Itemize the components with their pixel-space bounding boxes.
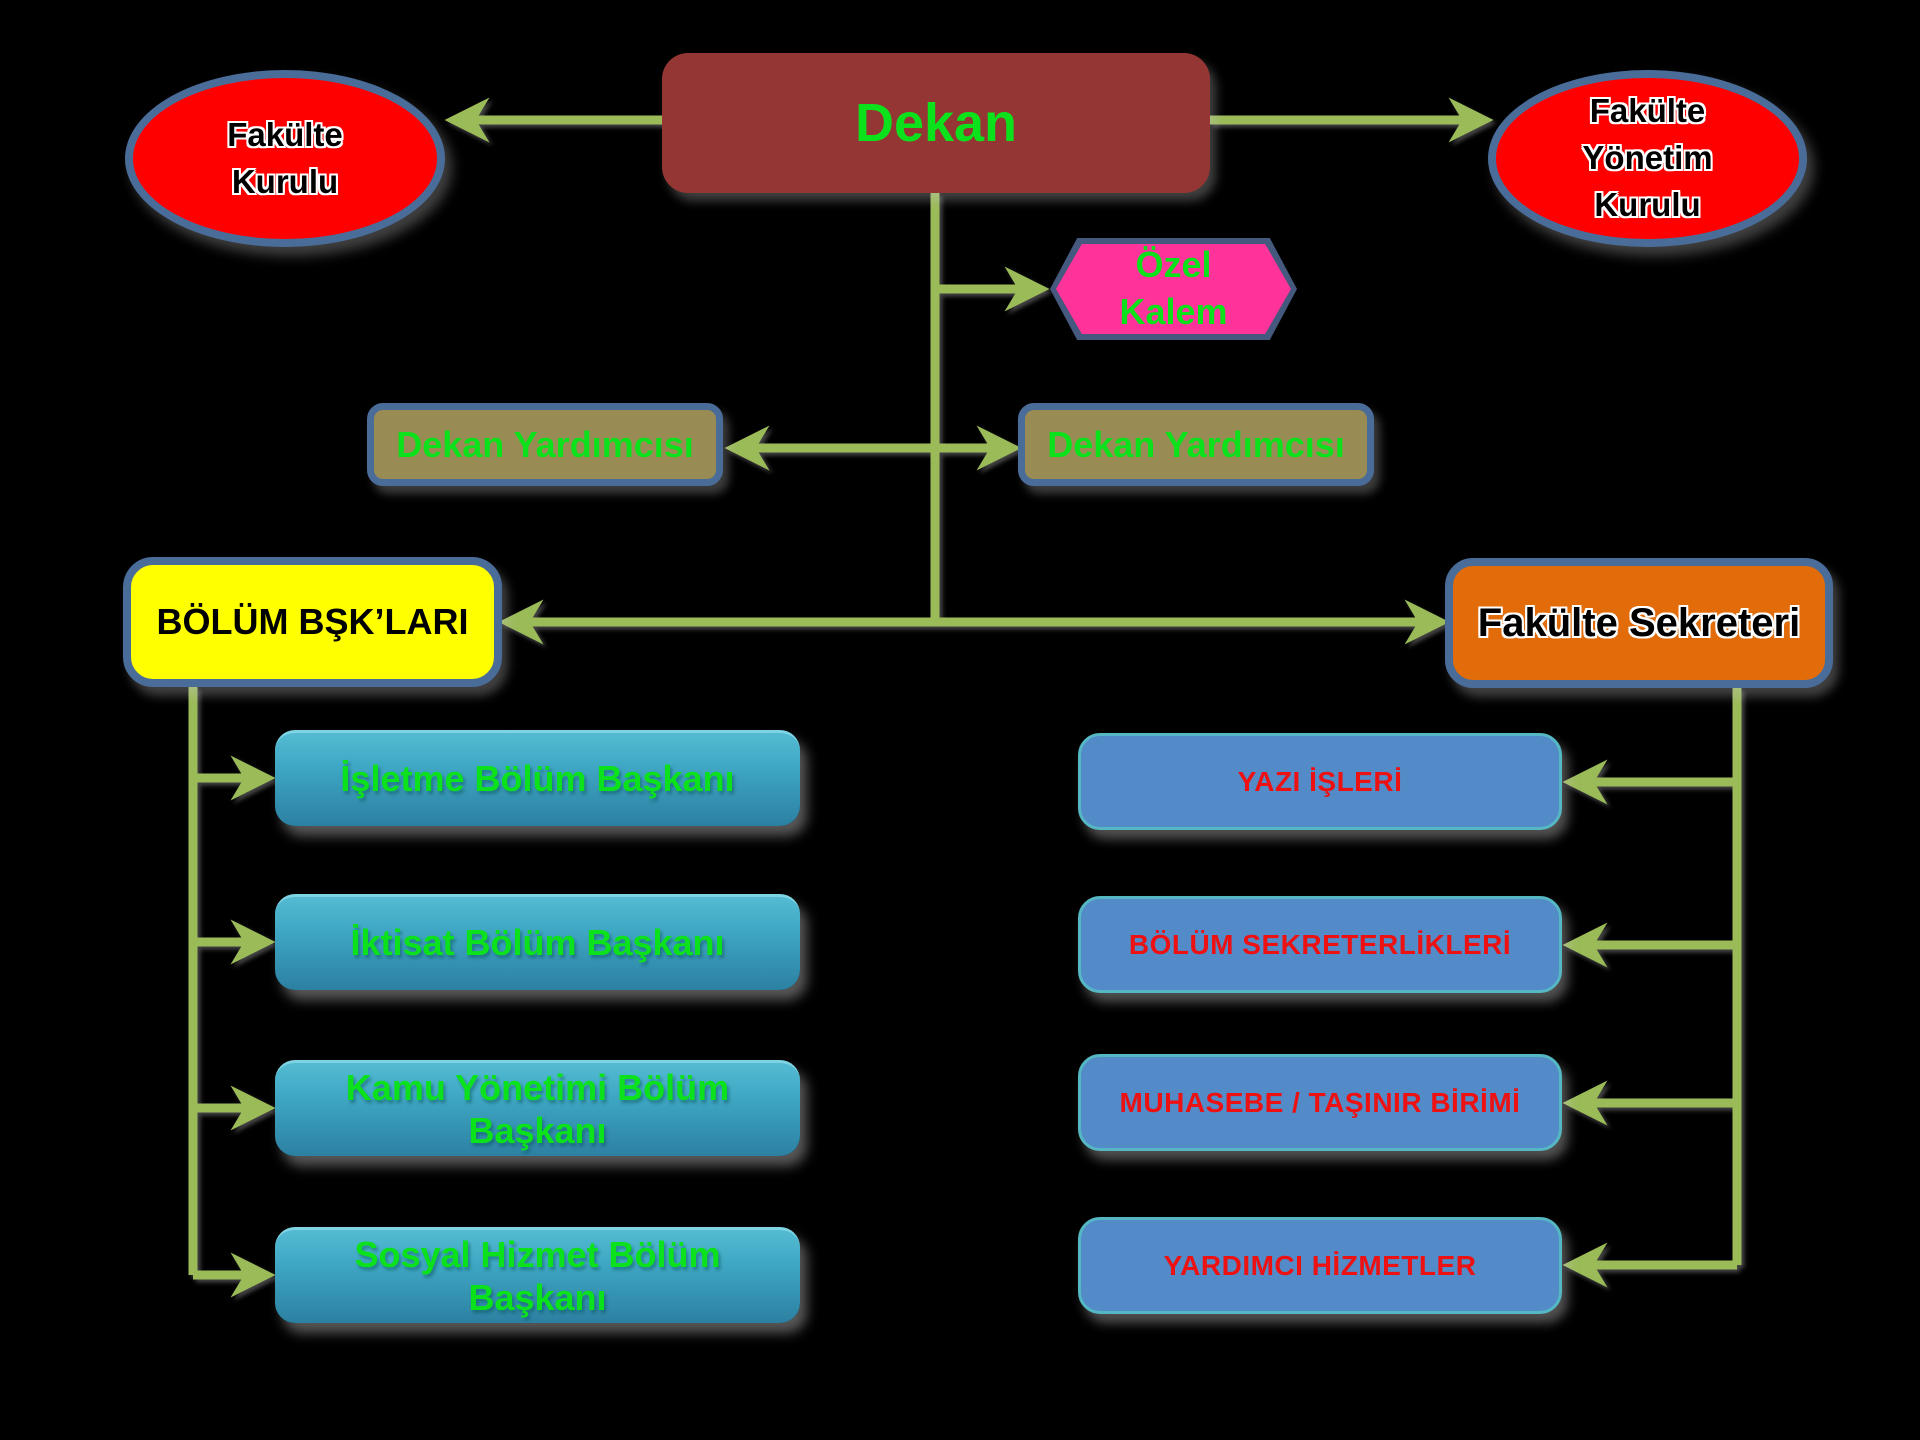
node-yardimci-hizmetler: YARDIMCI HİZMETLER [1078, 1217, 1562, 1314]
fakulte-kurulu-label: Fakülte Kurulu [227, 115, 343, 200]
muhasebe-tasinir-birimi-label: MUHASEBE / TAŞINIR BİRİMİ [1119, 1086, 1521, 1118]
node-bolum-sekreterlikleri: BÖLÜM SEKRETERLİKLERİ [1078, 896, 1562, 993]
node-dekan: Dekan [662, 53, 1210, 193]
bolum-baskanlari-label: BÖLÜM BŞK’LARI [156, 601, 469, 642]
node-fakulte-yonetim-kurulu: Fakülte Yönetim Kurulu [1488, 70, 1807, 247]
node-dekan-yardimcisi-left: Dekan Yardımcısı [367, 403, 723, 486]
node-bolum-baskanlari: BÖLÜM BŞK’LARI [123, 557, 502, 687]
sosyal-hizmet-bolum-baskani-label: Sosyal Hizmet Bölüm Başkanı [354, 1234, 721, 1318]
node-sosyal-hizmet-bolum-baskani: Sosyal Hizmet Bölüm Başkanı [275, 1227, 800, 1323]
dekan-yardimcisi-right-label: Dekan Yardımcısı [1047, 423, 1345, 465]
hexagon-fill [1056, 244, 1291, 334]
kamu-yonetimi-bolum-baskani-label: Kamu Yönetimi Bölüm Başkanı [345, 1067, 730, 1151]
node-yazi-isleri: YAZI İŞLERİ [1078, 733, 1562, 830]
node-dekan-yardimcisi-right: Dekan Yardımcısı [1018, 403, 1374, 486]
node-muhasebe-tasinir-birimi: MUHASEBE / TAŞINIR BİRİMİ [1078, 1054, 1562, 1151]
isletme-bolum-baskani-label: İşletme Bölüm Başkanı [340, 758, 735, 800]
fakulte-yonetim-kurulu-label: Fakülte Yönetim Kurulu [1582, 92, 1713, 223]
yazi-isleri-label: YAZI İŞLERİ [1237, 765, 1403, 797]
iktisat-bolum-baskani-label: İktisat Bölüm Başkanı [350, 922, 725, 964]
dekan-label: Dekan [854, 93, 1018, 153]
node-ozel-kalem: Özel Kalem [1050, 238, 1297, 340]
node-fakulte-kurulu: Fakülte Kurulu [125, 70, 445, 247]
node-iktisat-bolum-baskani: İktisat Bölüm Başkanı [275, 894, 800, 990]
ozel-kalem-label: Özel Kalem [1119, 244, 1228, 332]
yardimci-hizmetler-label: YARDIMCI HİZMETLER [1163, 1249, 1477, 1281]
fakulte-sekreteri-label: Fakülte Sekreteri [1477, 600, 1801, 645]
node-kamu-yonetimi-bolum-baskani: Kamu Yönetimi Bölüm Başkanı [275, 1060, 800, 1156]
dekan-yardimcisi-left-label: Dekan Yardımcısı [396, 423, 694, 465]
bolum-sekreterlikleri-label: BÖLÜM SEKRETERLİKLERİ [1128, 928, 1512, 960]
node-fakulte-sekreteri: Fakülte Sekreteri [1445, 558, 1833, 688]
node-isletme-bolum-baskani: İşletme Bölüm Başkanı [275, 730, 800, 826]
